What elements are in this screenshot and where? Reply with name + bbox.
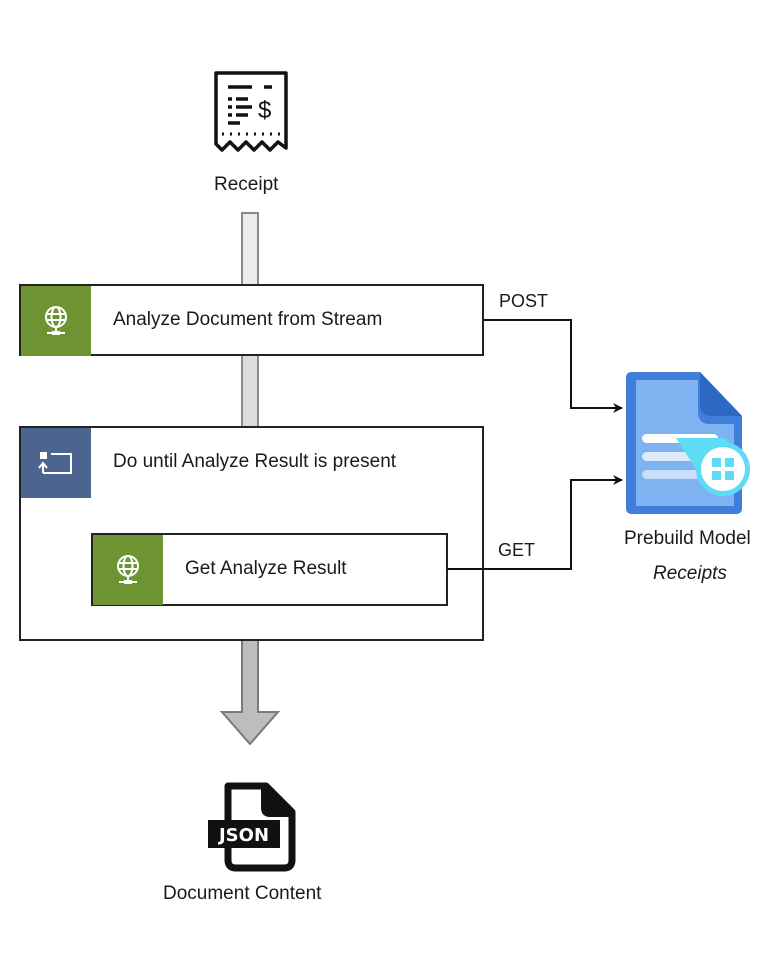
- globe-network-icon: [45, 306, 67, 335]
- receipt-label: Receipt: [214, 174, 279, 195]
- form-recognizer-icon: [626, 372, 750, 514]
- step-icon-tile: [93, 535, 163, 605]
- step-get-analyze-result[interactable]: Get Analyze Result: [91, 533, 448, 606]
- loop-icon-tile: [21, 428, 91, 498]
- pipe-segment-middle: [241, 354, 259, 428]
- step-icon-tile: [21, 286, 91, 356]
- flow-arrow-down: [219, 639, 281, 746]
- step-do-until-loop[interactable]: Do until Analyze Result is present Get A…: [19, 426, 484, 641]
- model-sublabel: Receipts: [653, 563, 727, 584]
- prebuild-model-node: Prebuild Model Receipts: [610, 370, 768, 590]
- model-label: Prebuild Model: [624, 528, 751, 549]
- output-label: Document Content: [163, 883, 322, 904]
- pipe-segment-top: [241, 212, 259, 286]
- json-file-icon: JSON: [208, 782, 296, 872]
- step-label: Get Analyze Result: [185, 558, 347, 579]
- step-analyze-document[interactable]: Analyze Document from Stream: [19, 284, 484, 356]
- receipt-icon: $: [214, 71, 288, 152]
- step-label: Analyze Document from Stream: [113, 309, 383, 330]
- output-node: JSON Document Content: [160, 780, 360, 910]
- receipt-node: $ Receipt: [200, 68, 300, 198]
- loop-label: Do until Analyze Result is present: [113, 451, 397, 472]
- post-label: POST: [499, 291, 549, 311]
- json-badge-text: JSON: [217, 825, 269, 846]
- svg-text:$: $: [258, 97, 271, 124]
- globe-network-icon: [117, 555, 139, 584]
- get-label: GET: [498, 540, 536, 560]
- loop-icon: [38, 452, 72, 474]
